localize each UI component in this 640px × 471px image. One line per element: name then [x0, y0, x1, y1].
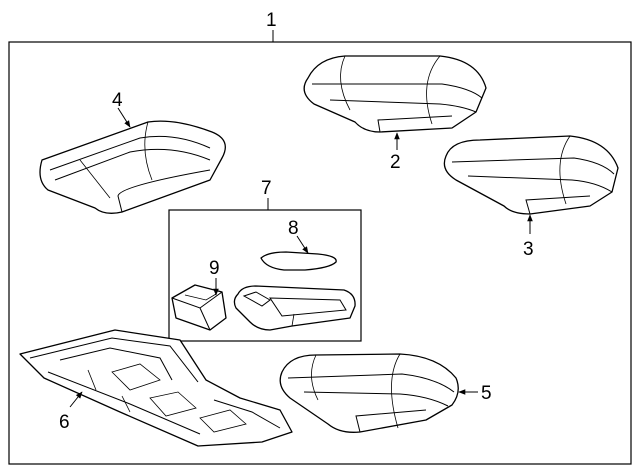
assembly-frame [8, 41, 632, 465]
callout-9: 9 [209, 258, 220, 279]
callout-7: 7 [261, 178, 272, 199]
part-7-tray [233, 285, 356, 331]
part-5-cushion-cover [279, 353, 459, 433]
callout-2: 2 [390, 152, 401, 173]
callout-6-leader [69, 391, 83, 408]
callout-4: 4 [112, 90, 123, 111]
callout-6: 6 [59, 412, 70, 433]
inset-box-7 [168, 209, 362, 342]
callout-3: 3 [523, 239, 534, 260]
callout-5: 5 [481, 383, 492, 404]
part-4-cushion-cover [39, 120, 226, 214]
part-3-cushion [443, 135, 619, 215]
callout-8: 8 [288, 218, 299, 239]
part-2-cushion-pad [303, 55, 487, 133]
callout-8-leader [296, 235, 309, 254]
part-8-pad [260, 251, 337, 271]
callout-1: 1 [266, 10, 277, 31]
part-9-block [171, 284, 227, 331]
part-6-seat-frame [19, 329, 293, 447]
callout-4-leader [117, 107, 131, 128]
